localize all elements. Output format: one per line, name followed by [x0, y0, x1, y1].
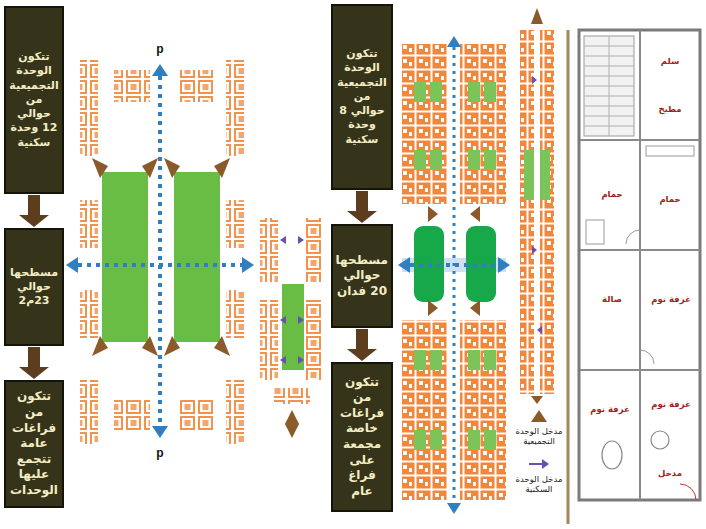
cluster-strip: [520, 8, 554, 404]
room-label: غرفة نوم: [589, 405, 631, 415]
flow-arrow: [19, 347, 49, 379]
legend-symbol: [531, 410, 547, 422]
arrow-shaft: [28, 195, 40, 215]
text-box: تتكون من فراغات عامة تتجمع عليها الوحدات: [4, 380, 64, 508]
room-label: سلم: [660, 57, 681, 67]
arrow-head: [347, 211, 377, 223]
text-box: تتكون الوحدة التجميعية من حوالي 8 وحدة س…: [331, 4, 393, 190]
text-box: مسطحها حوالي 23م2: [4, 228, 64, 346]
room-label: غرفة نوم: [650, 295, 692, 305]
axis-label: p: [154, 43, 165, 56]
flow-arrow: [19, 195, 49, 227]
text-box: تتكون الوحدة التجميعية من حوالي 12 وحدة …: [4, 6, 64, 194]
legend-symbol: [529, 459, 549, 469]
room-label: مطبخ: [657, 105, 682, 115]
legend-text: مدخل الوحدة التجميعية: [512, 426, 566, 446]
arrow-head: [347, 349, 377, 361]
box-text: تتكون من فراغات عامة تتجمع عليها الوحدات: [9, 389, 59, 498]
box-text: مسطحها حوالي 20 فدان: [336, 253, 388, 300]
room-label: حمام: [658, 195, 681, 205]
room-label: غرفة نوم: [650, 400, 692, 410]
cluster-plan-2: [260, 218, 324, 438]
room-label: مدخل: [657, 469, 683, 479]
arrow-shaft: [356, 329, 368, 349]
text-box: تتكون من فراغات خاصة مجمعة على فراغ عام: [331, 362, 393, 512]
arrow-head: [19, 215, 49, 227]
box-text: تتكون من فراغات خاصة مجمعة على فراغ عام: [336, 375, 388, 500]
arrow-shaft: [356, 191, 368, 211]
room-label: حمام: [600, 190, 623, 200]
box-text: تتكون الوحدة التجميعية من حوالي 12 وحدة …: [9, 50, 59, 150]
flow-arrow: [347, 329, 377, 361]
floor-plan: [579, 30, 700, 500]
box-text: تتكون الوحدة التجميعية من حوالي 8 وحدة س…: [336, 47, 388, 147]
box-text: مسطحها حوالي 23م2: [9, 266, 59, 309]
arrow-shaft: [28, 347, 40, 367]
flow-arrow: [347, 191, 377, 223]
divider-line: [567, 30, 570, 524]
cluster-plan-1: [66, 60, 254, 444]
arrow-head: [19, 367, 49, 379]
legend-text: مدخل الوحدة السكنية: [512, 474, 566, 494]
room-label: صالة: [601, 295, 623, 305]
text-box: مسطحها حوالي 20 فدان: [331, 224, 393, 328]
cluster-plan-3: [398, 36, 510, 514]
axis-label: p: [154, 447, 165, 460]
